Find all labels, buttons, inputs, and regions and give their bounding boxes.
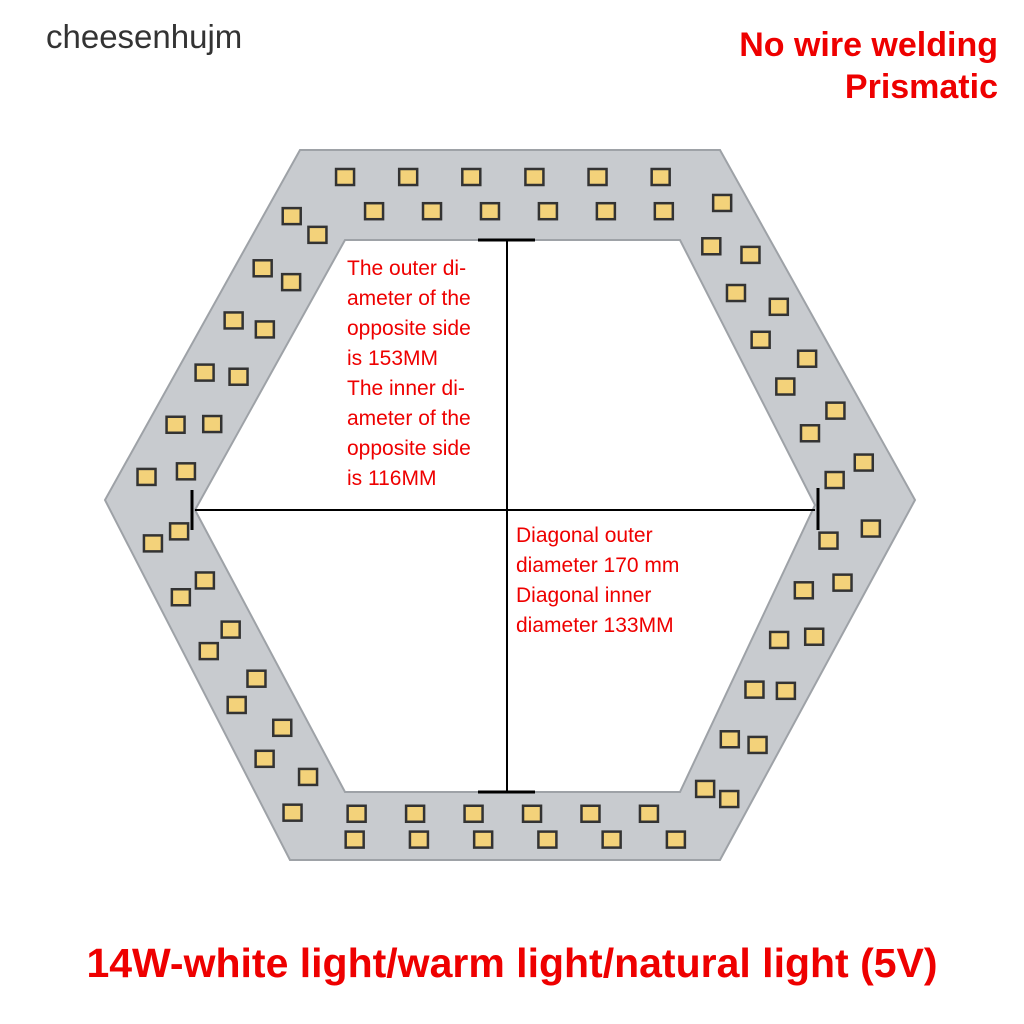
led-chip — [194, 363, 215, 382]
led-chip — [175, 462, 197, 481]
led-chip — [799, 424, 821, 443]
led-chip — [719, 730, 741, 749]
led-chip — [740, 245, 761, 265]
led-chip — [537, 201, 559, 221]
note-line: The outer di- — [347, 257, 467, 280]
feature-line: Prismatic — [844, 68, 998, 106]
led-chip — [824, 470, 845, 490]
led-chip — [775, 681, 797, 701]
opposite-side-note: The outer di- ameter of the opposite sid… — [347, 254, 471, 494]
led-chip — [694, 779, 716, 799]
led-chip — [194, 571, 216, 590]
led-chip — [744, 680, 765, 699]
led-chip — [307, 225, 328, 245]
led-chip — [254, 320, 276, 339]
led-chip — [750, 330, 771, 350]
led-chip — [463, 804, 484, 824]
pcb-ring — [103, 149, 917, 861]
note-line: opposite side — [347, 317, 471, 340]
led-chip — [768, 297, 790, 317]
note-line: is 153MM — [347, 347, 439, 370]
note-line: is 116MM — [347, 467, 437, 490]
led-chip — [165, 415, 186, 435]
led-chip — [665, 830, 687, 849]
led-chip — [595, 201, 617, 221]
note-line: diameter 133MM — [516, 614, 674, 637]
led-chip — [825, 401, 846, 420]
note-line: The inner di- — [347, 377, 465, 400]
diagonal-note: Diagonal outer diameter 170 mm Diagonal … — [516, 521, 679, 641]
led-chip — [254, 749, 275, 769]
led-chip — [775, 377, 796, 396]
led-chip — [521, 804, 543, 824]
led-chip — [587, 167, 608, 187]
led-chip — [272, 718, 293, 738]
feature-line: No wire welding — [739, 26, 998, 64]
led-chip — [796, 349, 818, 368]
feature-label: No wire welding Prismatic — [739, 24, 998, 108]
led-chip — [479, 201, 501, 221]
product-caption: 14W-white light/warm light/natural light… — [86, 940, 938, 986]
note-line: Diagonal outer — [516, 524, 653, 547]
led-chip — [363, 201, 385, 221]
led-chip — [297, 767, 319, 787]
led-chip — [142, 534, 164, 553]
led-chip — [421, 201, 443, 221]
led-chip — [280, 272, 302, 292]
led-chip — [853, 453, 875, 472]
note-line: ameter of the — [347, 407, 471, 430]
led-chip — [701, 237, 722, 256]
led-chip — [711, 193, 733, 213]
led-chip — [725, 283, 747, 303]
note-line: Diagonal inner — [516, 584, 652, 607]
note-line: diameter 170 mm — [516, 554, 680, 577]
led-chip — [650, 167, 671, 187]
led-chip — [524, 167, 545, 187]
led-chip — [170, 587, 192, 607]
led-chip — [601, 830, 622, 849]
led-chip — [404, 804, 426, 824]
note-line: opposite side — [347, 437, 471, 460]
led-chip — [282, 803, 303, 822]
led-chip — [472, 830, 494, 849]
led-chip — [344, 830, 365, 849]
led-chip — [461, 167, 482, 187]
led-chip — [832, 573, 853, 592]
led-chip — [201, 414, 223, 434]
led-chip — [252, 259, 273, 278]
led-chip — [860, 519, 882, 538]
led-chip — [226, 695, 247, 715]
led-chip — [803, 627, 825, 646]
led-chip — [198, 641, 220, 661]
brand-watermark: cheesenhujm — [46, 18, 243, 55]
led-chip — [168, 522, 190, 541]
led-array — [136, 167, 882, 849]
led-chip — [768, 630, 790, 650]
led-chip — [397, 167, 419, 187]
led-chip — [281, 206, 302, 226]
led-chip — [818, 531, 839, 550]
led-chip — [220, 620, 241, 639]
led-chip — [747, 735, 768, 755]
led-chip — [408, 830, 430, 849]
led-chip — [246, 669, 267, 688]
led-chip — [334, 167, 356, 187]
led-chip — [638, 804, 660, 824]
led-chip — [793, 581, 815, 600]
led-chip — [136, 467, 157, 487]
led-chip — [537, 830, 558, 849]
led-chip — [580, 804, 601, 824]
led-chip — [718, 789, 740, 809]
note-line: ameter of the — [347, 287, 471, 310]
led-chip — [228, 367, 249, 386]
led-chip — [223, 311, 244, 330]
led-chip — [653, 201, 675, 221]
led-chip — [346, 804, 367, 824]
